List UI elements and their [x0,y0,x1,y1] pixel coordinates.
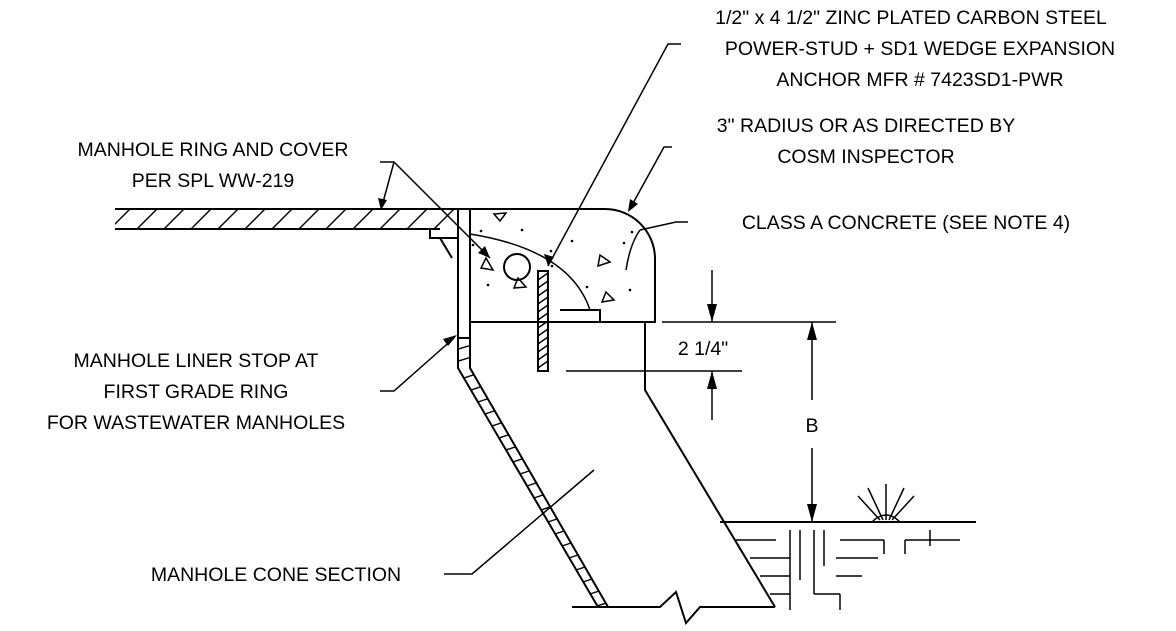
anchor-label-line1: 1/2" x 4 1/2" ZINC PLATED CARBON STEEL [715,7,1107,29]
dimension-b [807,322,817,522]
manhole-frame [457,208,601,339]
ring-label-line2: PER SPL WW-219 [132,170,295,192]
labels: 1/2" x 4 1/2" ZINC PLATED CARBON STEEL P… [47,7,1115,586]
manhole-cone [572,322,776,625]
liner-label-line3: FOR WASTEWATER MANHOLES [47,412,345,434]
cone-label: MANHOLE CONE SECTION [151,564,401,586]
liner-label-line1: MANHOLE LINER STOP AT [74,350,319,372]
ring-label-line1: MANHOLE RING AND COVER [78,139,349,161]
concrete-collar [470,208,656,323]
dimension-2-25-label: 2 1/4" [678,338,728,360]
liner-label-line2: FIRST GRADE RING [104,381,289,403]
manhole-ring-cover [115,208,458,259]
radius-label-line2: COSM INSPECTOR [777,146,954,168]
radius-label-line1: 3" RADIUS OR AS DIRECTED BY [717,115,1015,137]
ground-surface [720,484,976,610]
anchor-label-line3: ANCHOR MFR # 7423SD1-PWR [776,69,1063,91]
anchor-label-line2: POWER-STUD + SD1 WEDGE EXPANSION [725,38,1115,60]
dimension-2-25 [566,270,836,420]
leader-lines [378,43,688,575]
concrete-label: CLASS A CONCRETE (SEE NOTE 4) [742,212,1070,234]
anchor-bolt [537,270,549,372]
concrete-aggregate [471,212,634,303]
dimension-b-label: B [805,415,818,437]
lift-hole [503,253,531,281]
